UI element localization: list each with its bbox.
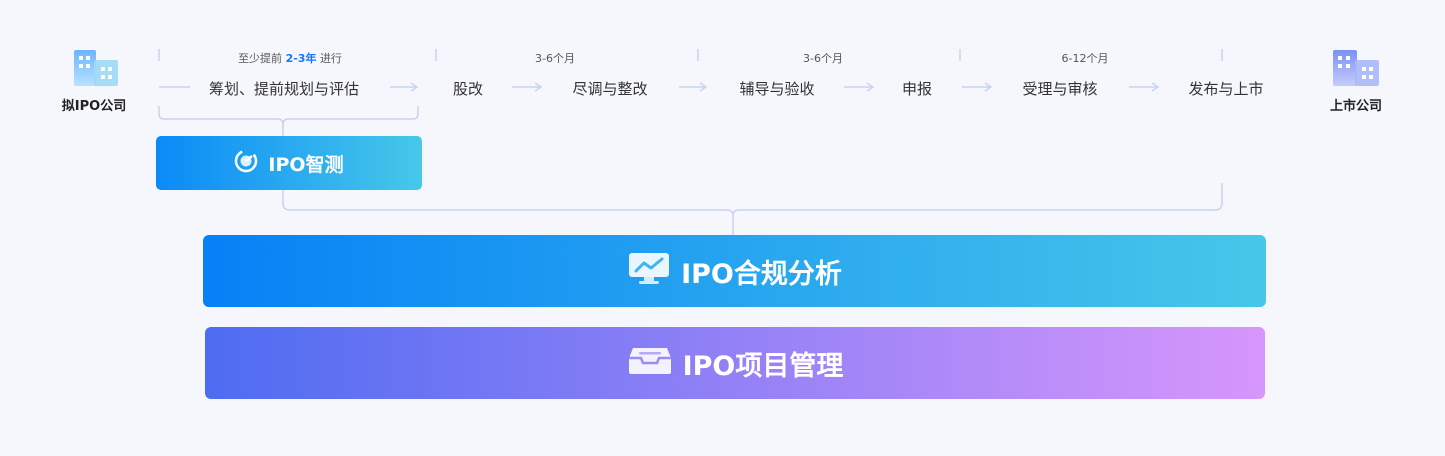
step-review: 受理与审核 bbox=[1022, 80, 1098, 98]
step-listing: 发布与上市 bbox=[1188, 80, 1264, 98]
arrow-3 bbox=[679, 82, 708, 92]
duration-third: 3-6个月 bbox=[803, 52, 843, 65]
step-shareholding-reform: 股改 bbox=[452, 80, 484, 98]
step-application: 申报 bbox=[901, 80, 933, 98]
duration-highlight: 2-3年 bbox=[285, 52, 317, 65]
left-company-label: 拟IPO公司 bbox=[61, 99, 127, 114]
duration-second: 3-6个月 bbox=[535, 52, 575, 65]
arrow-4 bbox=[844, 82, 875, 92]
duration-fourth: 6-12个月 bbox=[1061, 52, 1109, 65]
monitor-chart-icon bbox=[627, 251, 671, 292]
building-icon bbox=[1331, 48, 1381, 92]
building-icon bbox=[72, 48, 120, 92]
arrow-6 bbox=[1129, 82, 1160, 92]
arrow-5 bbox=[962, 82, 993, 92]
arrow-1 bbox=[390, 82, 419, 92]
arrow-2 bbox=[512, 82, 543, 92]
duration-planning: 至少提前 2-3年 进行 bbox=[238, 50, 342, 66]
step-planning: 筹划、提前规划与评估 bbox=[208, 80, 360, 98]
duration-prefix: 至少提前 bbox=[238, 52, 283, 65]
ipo-zhice-button[interactable]: IPO智测 bbox=[156, 136, 422, 190]
ipo-project-management-label: IPO项目管理 bbox=[682, 350, 844, 382]
right-company-label: 上市公司 bbox=[1329, 99, 1383, 114]
duration-suffix: 进行 bbox=[319, 52, 342, 65]
ipo-project-management-button[interactable]: IPO项目管理 bbox=[205, 327, 1265, 399]
gauge-icon bbox=[234, 149, 258, 178]
ipo-compliance-analysis-label: IPO合规分析 bbox=[681, 258, 842, 290]
range-bracket bbox=[282, 183, 1223, 217]
step-tutoring: 辅导与验收 bbox=[739, 80, 815, 98]
phase-bracket bbox=[158, 106, 419, 126]
inbox-tray-icon bbox=[627, 344, 673, 383]
step-due-diligence: 尽调与整改 bbox=[572, 80, 648, 98]
ipo-compliance-analysis-button[interactable]: IPO合规分析 bbox=[203, 235, 1266, 307]
ipo-zhice-label: IPO智测 bbox=[268, 153, 344, 176]
